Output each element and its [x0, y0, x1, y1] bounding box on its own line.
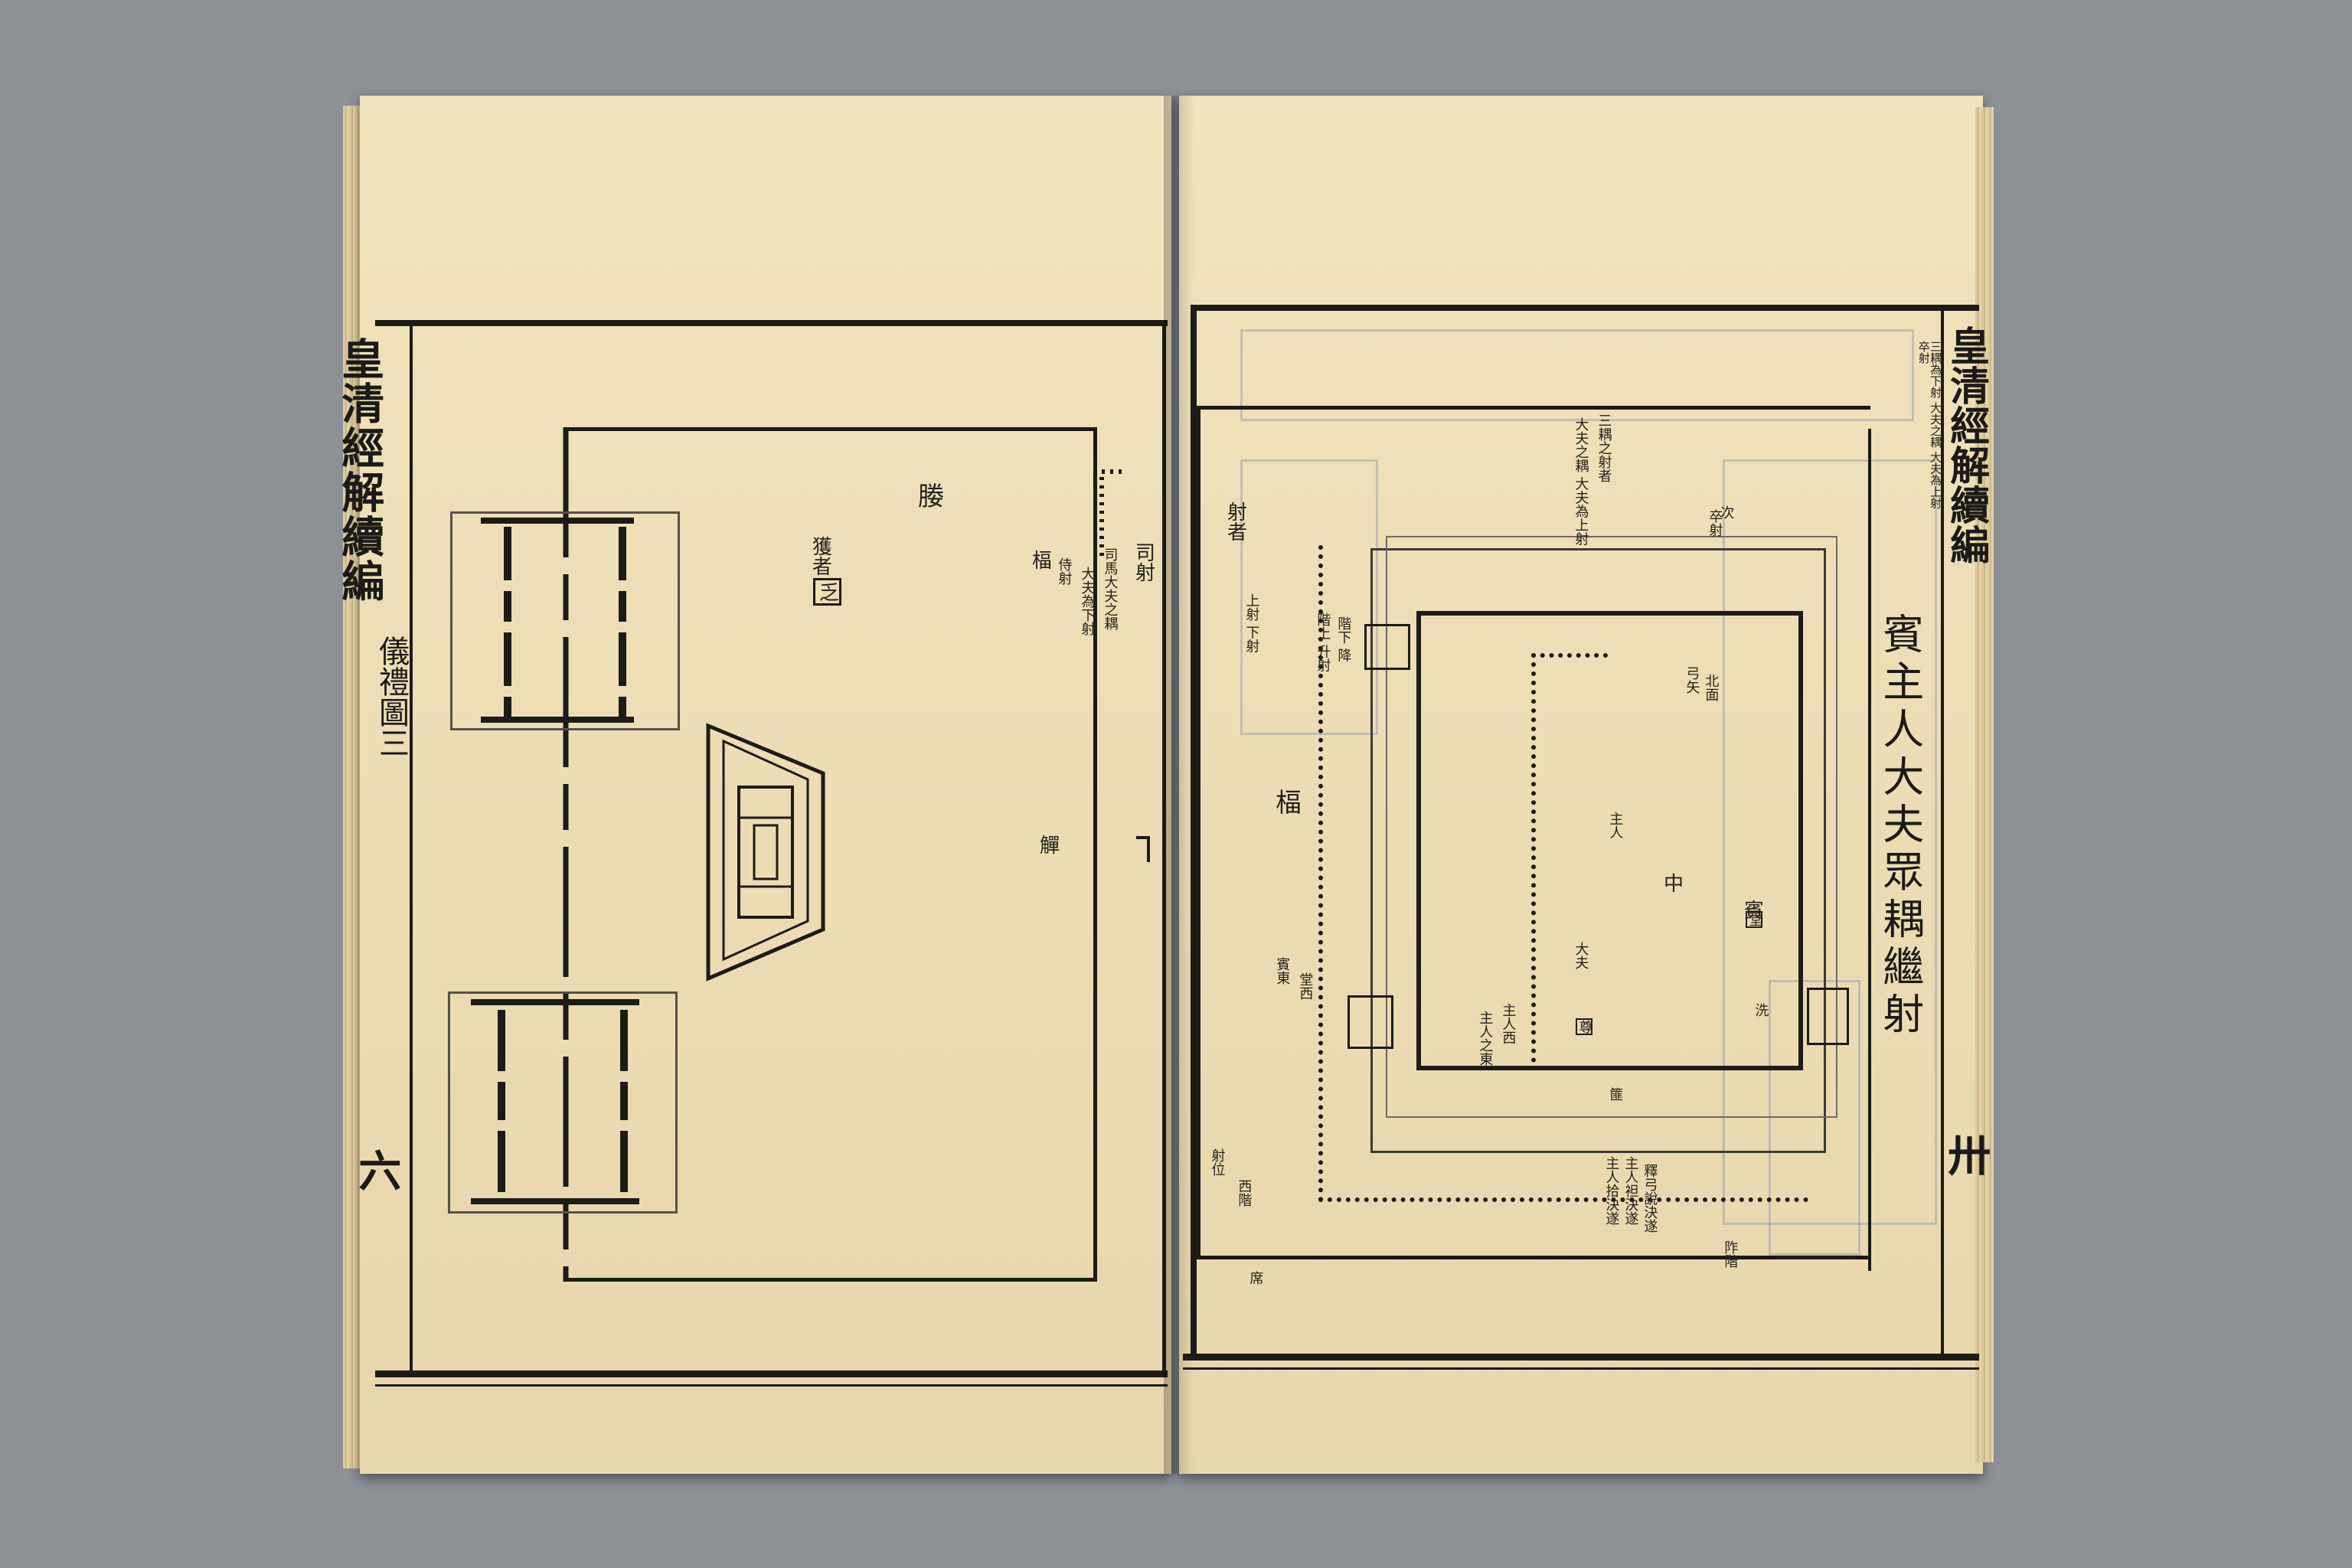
label-tan-jue-sui: 主人袒決遂 [1622, 1156, 1639, 1225]
label-zun: 尊 [1576, 1018, 1593, 1035]
right-bottom-rule [1183, 1354, 1979, 1361]
title-column-rule [1868, 429, 1871, 1271]
label-gong-shi: 弓矢 [1684, 666, 1700, 694]
label-dafu-ou: 大夫之耦 大夫為上射 [1573, 417, 1589, 546]
left-dotted-path [1099, 469, 1122, 560]
label-xi: 洗 [1753, 1003, 1769, 1017]
label-san-ou: 三耦之射者 [1596, 413, 1612, 482]
label-ying: 媵 [913, 482, 944, 508]
left-wall-dashed [563, 427, 569, 1282]
label-ci: 次 [1718, 505, 1735, 519]
ghost-frame-1 [1240, 329, 1914, 421]
label-she-wei: 射位 [1209, 1148, 1226, 1176]
label-xi-jie: 西階 [1236, 1179, 1253, 1207]
right-spine-rule [1191, 305, 1197, 1357]
label-shi-she: 侍射 [1056, 557, 1073, 585]
spine-shadow [1164, 96, 1194, 1474]
right-margin-folio: 卅 [1940, 1133, 1991, 1176]
label-si-she: 司射 [1132, 542, 1155, 582]
label-shang-xia-she: 上射 下射 [1243, 593, 1260, 653]
label-zuo-jie: 阼階 [1722, 1240, 1739, 1268]
left-top-rule [375, 320, 1168, 326]
mid-frame [1370, 548, 1826, 1153]
label-shi-gong: 釋弓說決遂 [1642, 1164, 1658, 1233]
tie-box [1364, 624, 1410, 670]
label-si-ma: 司馬大夫之耦 [1102, 547, 1119, 630]
upper-target-bars [481, 518, 634, 723]
left-spine-rule [1162, 320, 1166, 1377]
ghost-frame-3 [1769, 980, 1860, 1256]
label-huo-zhe: 獲者 [808, 536, 832, 576]
lower-target [448, 991, 678, 1214]
label-right-bi: 楅 [1270, 789, 1302, 815]
label-xi-mat: 席 [1247, 1271, 1264, 1285]
right-margin-rule [1941, 305, 1944, 1357]
east-steps [1807, 988, 1849, 1045]
left-margin-section: 儀禮圖三 [374, 635, 409, 758]
label-lower-archer: 大夫為下射 [1079, 567, 1096, 635]
label-tang: 堂 [1746, 911, 1763, 928]
label-zhu-ren: 主人 [1607, 812, 1624, 839]
label-da-fu: 大夫 [1573, 942, 1589, 969]
label-zhu-dong: 主人之東 [1477, 1011, 1494, 1066]
label-jie-shang: 階上 升射 [1315, 612, 1331, 672]
dotted-outer-path [1318, 545, 1808, 1202]
right-page-edge [1975, 107, 1994, 1462]
west-steps [1348, 995, 1393, 1049]
ghost-frame-4 [1240, 459, 1378, 735]
right-top-rule [1191, 305, 1979, 311]
upper-target [450, 511, 680, 730]
hall-frame [1416, 611, 1803, 1070]
left-bracket-mark [1136, 836, 1150, 862]
label-fa: 乏 [813, 578, 841, 606]
label-jie-xia: 階下 降 [1335, 616, 1352, 662]
label-bin: 賓 [1740, 900, 1764, 920]
label-zhi: 觶 [1036, 835, 1060, 854]
label-zhu-xi: 主人西 [1500, 1003, 1517, 1044]
left-bottom-rule [375, 1370, 1168, 1377]
label-shi-jue-sui: 主人拾決遂 [1603, 1156, 1620, 1225]
right-page [1179, 96, 1983, 1474]
label-bin-dong: 賓東 [1274, 957, 1291, 985]
ghost-frame-2 [1723, 459, 1937, 1225]
right-outer-frame [1197, 406, 1870, 1259]
label-she-zhe: 射者 [1223, 501, 1247, 541]
header-note: 三耦為下射 大夫之耦 大夫為上射 卒射 [1916, 341, 1942, 509]
right-outer-bottom [1197, 1256, 1870, 1259]
lower-target-bars [471, 999, 639, 1204]
label-bi: 楅 [1028, 550, 1052, 570]
right-bottom-rule-2 [1183, 1367, 1979, 1370]
left-enclosure [564, 427, 1097, 1282]
hall-drawing [706, 723, 825, 982]
label-tang-xi: 堂西 [1297, 972, 1314, 1000]
right-margin-title: 皇清經解續編 [1942, 325, 1990, 564]
label-zhong: 中 [1660, 873, 1684, 893]
label-zu-she: 卒射 [1707, 509, 1723, 537]
dotted-inner-path [1531, 653, 1608, 1063]
left-margin-rule [410, 320, 413, 1377]
court-frame [1386, 536, 1838, 1118]
left-margin-title: 皇清經解續編 [334, 337, 385, 603]
diagram-title: 賓主人大夫眾耦繼射 [1875, 612, 1924, 1040]
left-bottom-rule-2 [375, 1384, 1168, 1387]
label-bei-mian: 北面 [1703, 674, 1720, 701]
label-fei: 篚 [1607, 1087, 1624, 1101]
left-margin-folio: 六 [351, 1148, 402, 1191]
